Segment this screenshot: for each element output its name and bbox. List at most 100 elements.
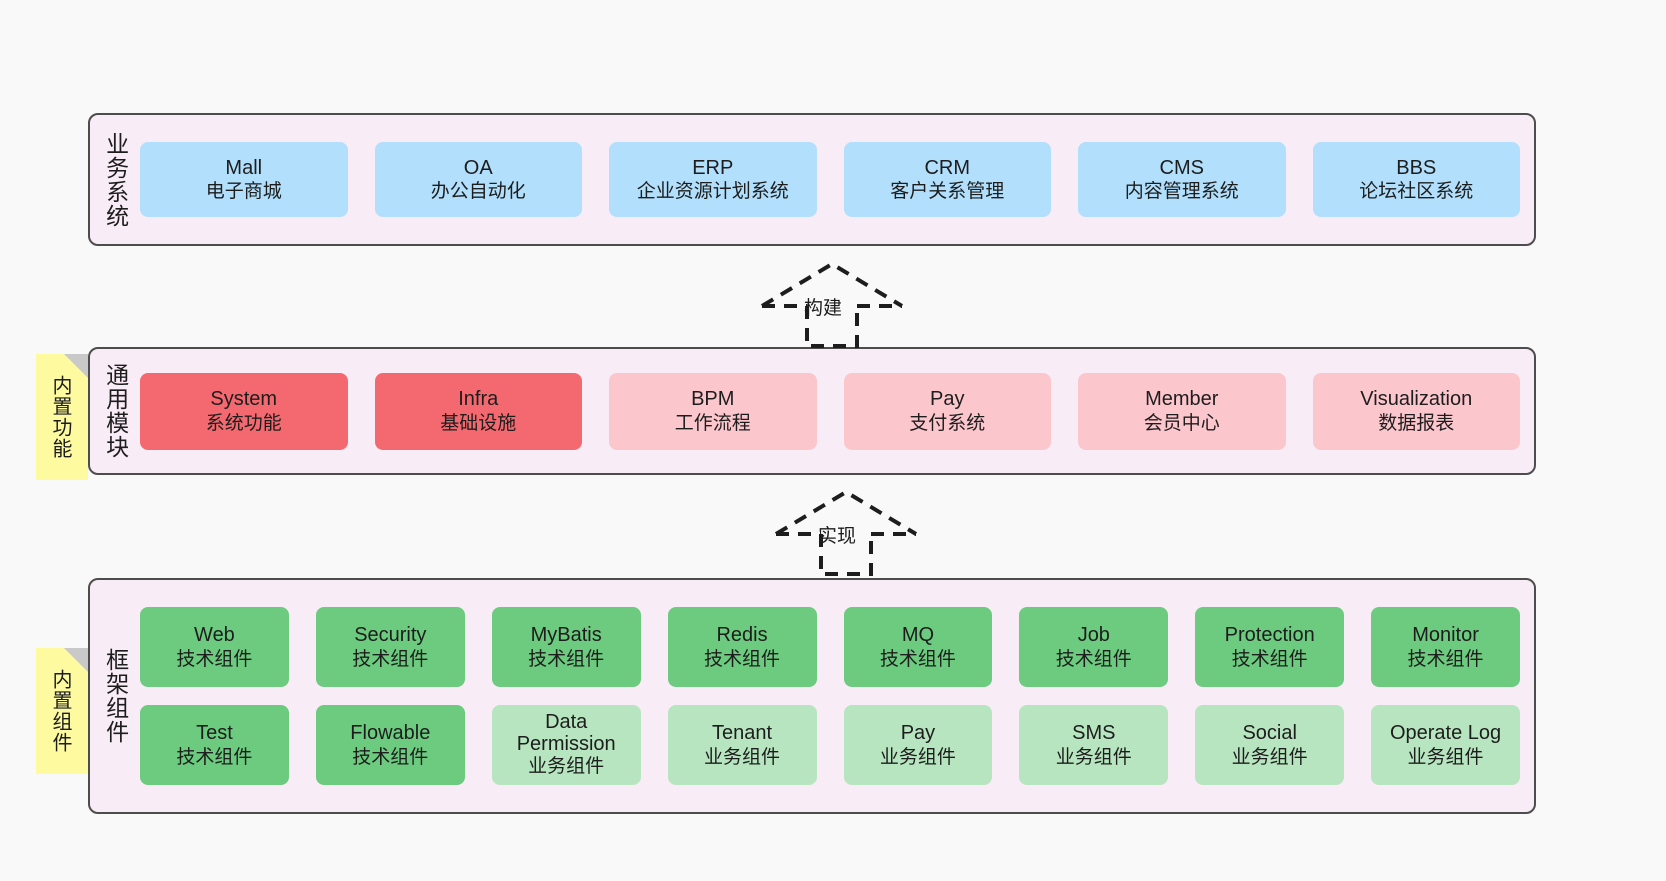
card-subtitle: 业务组件 [1231,746,1308,768]
card-mall[interactable]: Mall 电子商城 [140,142,348,217]
card-title: Security [354,624,427,647]
card-data-permission[interactable]: Data Permission 业务组件 [491,705,641,785]
card-title: OA [463,156,493,179]
card-pay-component[interactable]: Pay 业务组件 [843,705,993,785]
card-monitor[interactable]: Monitor 技术组件 [1371,607,1520,687]
card-subtitle: 会员中心 [1143,412,1220,434]
connector-build: 构建 [752,258,912,350]
card-title: Redis [716,624,768,647]
card-subtitle: 技术组件 [1055,648,1132,670]
card-redis[interactable]: Redis 技术组件 [667,607,817,687]
note-fold-icon [64,648,88,672]
card-erp[interactable]: ERP 企业资源计划系统 [609,142,817,217]
card-title: MyBatis [530,624,602,647]
card-title: Data Permission [516,711,616,756]
card-title: Visualization [1360,388,1473,411]
card-title: Web [194,624,235,647]
card-cms[interactable]: CMS 内容管理系统 [1078,142,1286,217]
card-mybatis[interactable]: MyBatis 技术组件 [491,607,641,687]
card-subtitle: 业务组件 [1055,746,1132,768]
card-title: Tenant [712,722,773,745]
layer-body-business-systems: Mall 电子商城 OA 办公自动化 ERP 企业资源计划系统 CRM 客户关系… [140,115,1534,244]
card-subtitle: 业务组件 [704,746,781,768]
card-subtitle: 技术组件 [176,648,253,670]
note-builtin-components: 内置组件 [36,648,88,774]
note-label: 内置组件 [49,669,71,753]
card-mq[interactable]: MQ 技术组件 [843,607,993,687]
card-oa[interactable]: OA 办公自动化 [374,142,582,217]
layer-business-systems: 业务系统 Mall 电子商城 OA 办公自动化 ERP 企业资源计划系统 CRM… [88,113,1536,246]
card-title: Operate Log [1389,722,1502,745]
card-subtitle: 支付系统 [909,412,986,434]
card-subtitle: 业务组件 [1407,746,1484,768]
card-subtitle: 技术组件 [352,746,429,768]
layer-body-framework-components: Web 技术组件 Security 技术组件 MyBatis 技术组件 Redi… [140,580,1534,812]
card-title: Test [196,722,233,745]
card-protection[interactable]: Protection 技术组件 [1195,607,1345,687]
card-pay[interactable]: Pay 支付系统 [843,372,1051,450]
card-subtitle: 工作流程 [674,412,751,434]
card-subtitle: 技术组件 [352,648,429,670]
card-title: Protection [1224,624,1315,647]
card-bpm[interactable]: BPM 工作流程 [609,372,817,450]
card-title: ERP [692,156,734,179]
card-job[interactable]: Job 技术组件 [1019,607,1169,687]
connector-implement: 实现 [766,486,926,578]
card-title: Mall [225,156,263,179]
note-builtin-functions: 内置功能 [36,354,88,480]
card-title: Pay [900,722,936,745]
card-title: Infra [458,388,499,411]
layer-label-common-modules: 通用模块 [102,363,129,459]
card-security[interactable]: Security 技术组件 [315,607,465,687]
card-title: Member [1145,388,1219,411]
card-infra[interactable]: Infra 基础设施 [374,372,582,450]
card-title: Social [1242,722,1297,745]
card-test[interactable]: Test 技术组件 [140,705,289,785]
card-subtitle: 基础设施 [440,412,517,434]
layer-label-framework-components: 框架组件 [102,648,129,744]
card-title: BBS [1396,156,1437,179]
layer-label-business-systems: 业务系统 [102,131,129,228]
card-title: MQ [901,624,935,647]
card-subtitle: 技术组件 [176,746,253,768]
card-title: Job [1077,624,1110,647]
card-title: System [210,388,278,411]
card-sms[interactable]: SMS 业务组件 [1019,705,1169,785]
card-row: Test 技术组件 Flowable 技术组件 Data Permission … [140,705,1520,785]
connector-build-label: 构建 [804,298,843,319]
card-visualization[interactable]: Visualization 数据报表 [1312,372,1520,450]
card-bbs[interactable]: BBS 论坛社区系统 [1312,142,1520,217]
card-subtitle: 论坛社区系统 [1359,181,1474,203]
connector-implement-label: 实现 [818,526,857,547]
card-social[interactable]: Social 业务组件 [1195,705,1345,785]
card-title: Flowable [350,722,431,745]
card-subtitle: 技术组件 [879,648,956,670]
card-flowable[interactable]: Flowable 技术组件 [315,705,465,785]
card-subtitle: 技术组件 [528,648,605,670]
card-subtitle: 技术组件 [1231,648,1308,670]
card-subtitle: 业务组件 [528,756,605,778]
card-tenant[interactable]: Tenant 业务组件 [667,705,817,785]
layer-body-common-modules: System 系统功能 Infra 基础设施 BPM 工作流程 Pay 支付系统… [140,349,1534,473]
card-title: BPM [691,388,735,411]
note-label: 内置功能 [49,375,71,459]
card-title: CMS [1159,156,1204,179]
card-row: Mall 电子商城 OA 办公自动化 ERP 企业资源计划系统 CRM 客户关系… [140,142,1520,217]
card-crm[interactable]: CRM 客户关系管理 [843,142,1051,217]
card-subtitle: 电子商城 [205,181,282,203]
card-subtitle: 数据报表 [1378,412,1455,434]
card-title: SMS [1072,722,1116,745]
card-member[interactable]: Member 会员中心 [1078,372,1286,450]
card-subtitle: 技术组件 [704,648,781,670]
card-subtitle: 办公自动化 [430,181,526,203]
layer-framework-components: 框架组件 Web 技术组件 Security 技术组件 MyBatis 技术组件… [88,578,1536,814]
card-operate-log[interactable]: Operate Log 业务组件 [1371,705,1520,785]
build-arrow-icon [760,261,904,348]
note-fold-icon [64,354,88,378]
card-system[interactable]: System 系统功能 [140,372,348,450]
card-row: Web 技术组件 Security 技术组件 MyBatis 技术组件 Redi… [140,607,1520,687]
card-subtitle: 业务组件 [879,746,956,768]
card-web[interactable]: Web 技术组件 [140,607,289,687]
implement-arrow-icon [774,489,918,576]
